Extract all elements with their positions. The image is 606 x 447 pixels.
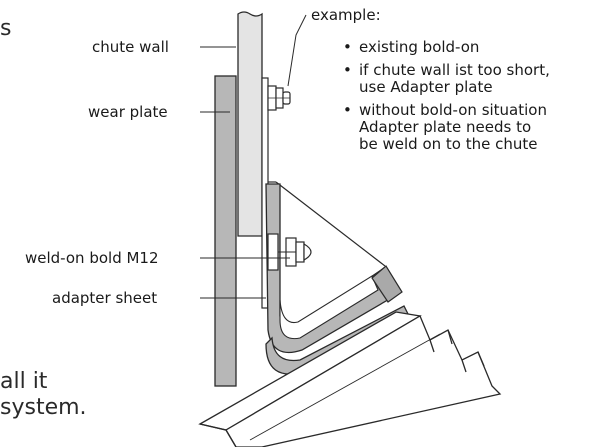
bullet-icon: •: [343, 61, 352, 79]
background-text-top: s: [0, 16, 12, 41]
example-item-line: if chute wall ist too short,: [359, 61, 550, 79]
example-item-line: be weld on to the chute: [359, 135, 538, 153]
leader-lines: [200, 14, 307, 299]
example-item: • without bold-on situation Adapter plat…: [342, 102, 550, 153]
example-item-line: Adapter plate needs to: [359, 118, 532, 136]
bullet-icon: •: [343, 38, 352, 56]
bracket-end-block: [371, 265, 403, 303]
wear-plate: [214, 75, 237, 387]
top-bolt: [267, 85, 291, 111]
label-adapter-sheet: adapter sheet: [52, 289, 158, 307]
weld-on-bolt: [267, 233, 312, 271]
bracket-lines: [268, 181, 386, 267]
background-text-line1: all it: [0, 369, 48, 394]
example-list: • existing bold-on • if chute wall ist t…: [342, 39, 550, 159]
example-item: • existing bold-on: [342, 39, 550, 56]
chute-wall: [237, 11, 263, 237]
label-weld-on-bolt: weld-on bold M12: [25, 249, 159, 267]
scraper-block: [198, 311, 502, 447]
background-text-line2: system.: [0, 395, 87, 420]
example-title: example:: [311, 6, 381, 24]
bullet-icon: •: [343, 101, 352, 119]
example-item-line: existing bold-on: [359, 38, 480, 56]
example-item: • if chute wall ist too short, use Adapt…: [342, 62, 550, 96]
example-item-line: without bold-on situation: [359, 101, 547, 119]
bracket-channel: [279, 275, 379, 340]
example-item-line: use Adapter plate: [359, 78, 493, 96]
label-wear-plate: wear plate: [88, 103, 168, 121]
label-chute-wall: chute wall: [92, 38, 169, 56]
